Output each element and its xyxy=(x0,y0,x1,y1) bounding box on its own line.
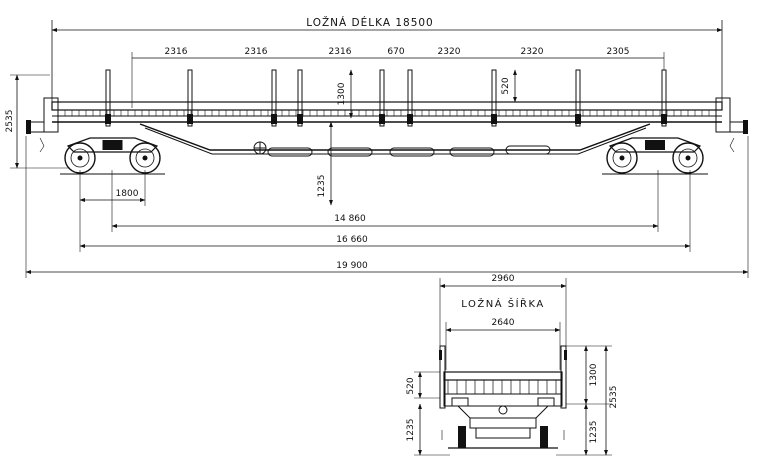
stake xyxy=(271,69,277,127)
stake-spacing-4: 670 xyxy=(387,47,404,57)
end-view: 2960 LOŽNÁ ŠÍŘKA 2640 xyxy=(406,274,619,456)
stake-pocket xyxy=(105,114,111,124)
sill-opening xyxy=(505,145,551,155)
sill-opening xyxy=(267,147,313,157)
bogie-pivot-dimension: 14 860 xyxy=(111,170,659,232)
stake xyxy=(105,69,111,127)
stake xyxy=(379,69,385,127)
stake-spacing-2: 2316 xyxy=(245,47,268,57)
stake-pocket xyxy=(661,114,667,124)
end-floor-height-dimension: 1235 xyxy=(406,403,450,456)
end-stake-height-label: 1300 xyxy=(589,363,599,386)
end-floor-height-label: 1235 xyxy=(406,419,416,442)
buffer-length-dimension: 19 900 xyxy=(25,136,749,278)
end-stake-extension-dimension: 520 xyxy=(406,371,440,399)
stake-spacing-6: 2320 xyxy=(521,47,544,57)
end-overall-width-label: 2960 xyxy=(492,274,515,284)
stake-pocket xyxy=(407,114,413,124)
load-length-dimension: LOŽNÁ DÉLKA 18500 xyxy=(51,16,723,108)
sill-opening xyxy=(449,147,495,157)
bogie xyxy=(602,137,708,175)
stake xyxy=(407,69,413,127)
bogie-pivot-label: 14 860 xyxy=(334,214,366,224)
axle xyxy=(619,155,625,161)
side-stakes xyxy=(105,69,667,127)
bogie-frame xyxy=(608,137,702,153)
stake-height-label: 1300 xyxy=(337,82,347,105)
floor-height-dimension: 1235 xyxy=(317,121,333,206)
end-right-height-dimensions: 1300 2535 1235 xyxy=(556,345,619,456)
bogie-bolster xyxy=(102,140,123,150)
end-stake-extension-label: 520 xyxy=(406,377,416,394)
stake-spacing-5: 2320 xyxy=(438,47,461,57)
wheel-hub xyxy=(678,148,698,168)
overall-height-dimension: 2535 xyxy=(5,74,70,169)
wheel-hub xyxy=(135,148,155,168)
load-length-label: LOŽNÁ DÉLKA 18500 xyxy=(306,16,434,29)
wheel xyxy=(606,142,638,174)
wheel xyxy=(672,142,704,174)
stake-pocket xyxy=(297,114,303,124)
stake xyxy=(491,69,497,127)
stake-pocket xyxy=(575,114,581,124)
end-overall-width-dimension: 2960 xyxy=(439,274,567,350)
stake-pocket xyxy=(187,114,193,124)
floor-height-label: 1235 xyxy=(317,175,327,198)
stake-spacing-1: 2316 xyxy=(165,47,188,57)
side-view: LOŽNÁ DÉLKA 18500 2316 2316 2316 670 232… xyxy=(5,16,749,278)
stake xyxy=(661,69,667,127)
bogie xyxy=(60,137,165,175)
end-right-floor-height-label: 1235 xyxy=(589,421,599,444)
load-width-title: LOŽNÁ ŠÍŘKA xyxy=(461,297,544,310)
bogie-wheelbase-dimension: 1800 xyxy=(79,170,146,206)
axle xyxy=(142,155,148,161)
axle xyxy=(77,155,83,161)
wheel-hub xyxy=(70,148,90,168)
bogie-wheelbase-label: 1800 xyxy=(116,189,139,199)
headstock-length-label: 16 660 xyxy=(336,235,368,245)
end-view-body xyxy=(439,345,567,449)
stake-spacing-dimensions: 2316 2316 2316 670 2320 2320 2305 xyxy=(131,47,665,108)
sill-opening xyxy=(327,147,373,157)
overall-height-label: 2535 xyxy=(5,110,15,133)
end-load-width-label: 2640 xyxy=(492,318,515,328)
stake-pocket xyxy=(379,114,385,124)
stake xyxy=(575,69,581,127)
sill-opening xyxy=(389,147,435,157)
buffer-length-label: 19 900 xyxy=(336,261,368,271)
end-load-width-dimension: 2640 xyxy=(445,318,561,370)
stake xyxy=(187,69,193,127)
stake xyxy=(297,69,303,127)
stake-spacing-7: 2305 xyxy=(607,47,630,57)
bogie-frame xyxy=(66,137,159,153)
bogies xyxy=(60,137,708,175)
stake-spacing-3: 2316 xyxy=(329,47,352,57)
stake-extension-dimension: 520 xyxy=(501,69,517,103)
stake-height-dimension: 1300 xyxy=(337,69,353,119)
end-overall-height-label: 2535 xyxy=(609,386,619,409)
stake-extension-label: 520 xyxy=(501,77,511,94)
stake-pocket xyxy=(271,114,277,124)
bogie-bolster xyxy=(645,140,665,150)
headstock-length-dimension: 16 660 xyxy=(79,170,691,252)
axle xyxy=(685,155,691,161)
wagon-body xyxy=(26,97,748,157)
stake-pocket xyxy=(491,114,497,124)
wheel-hub xyxy=(612,148,632,168)
